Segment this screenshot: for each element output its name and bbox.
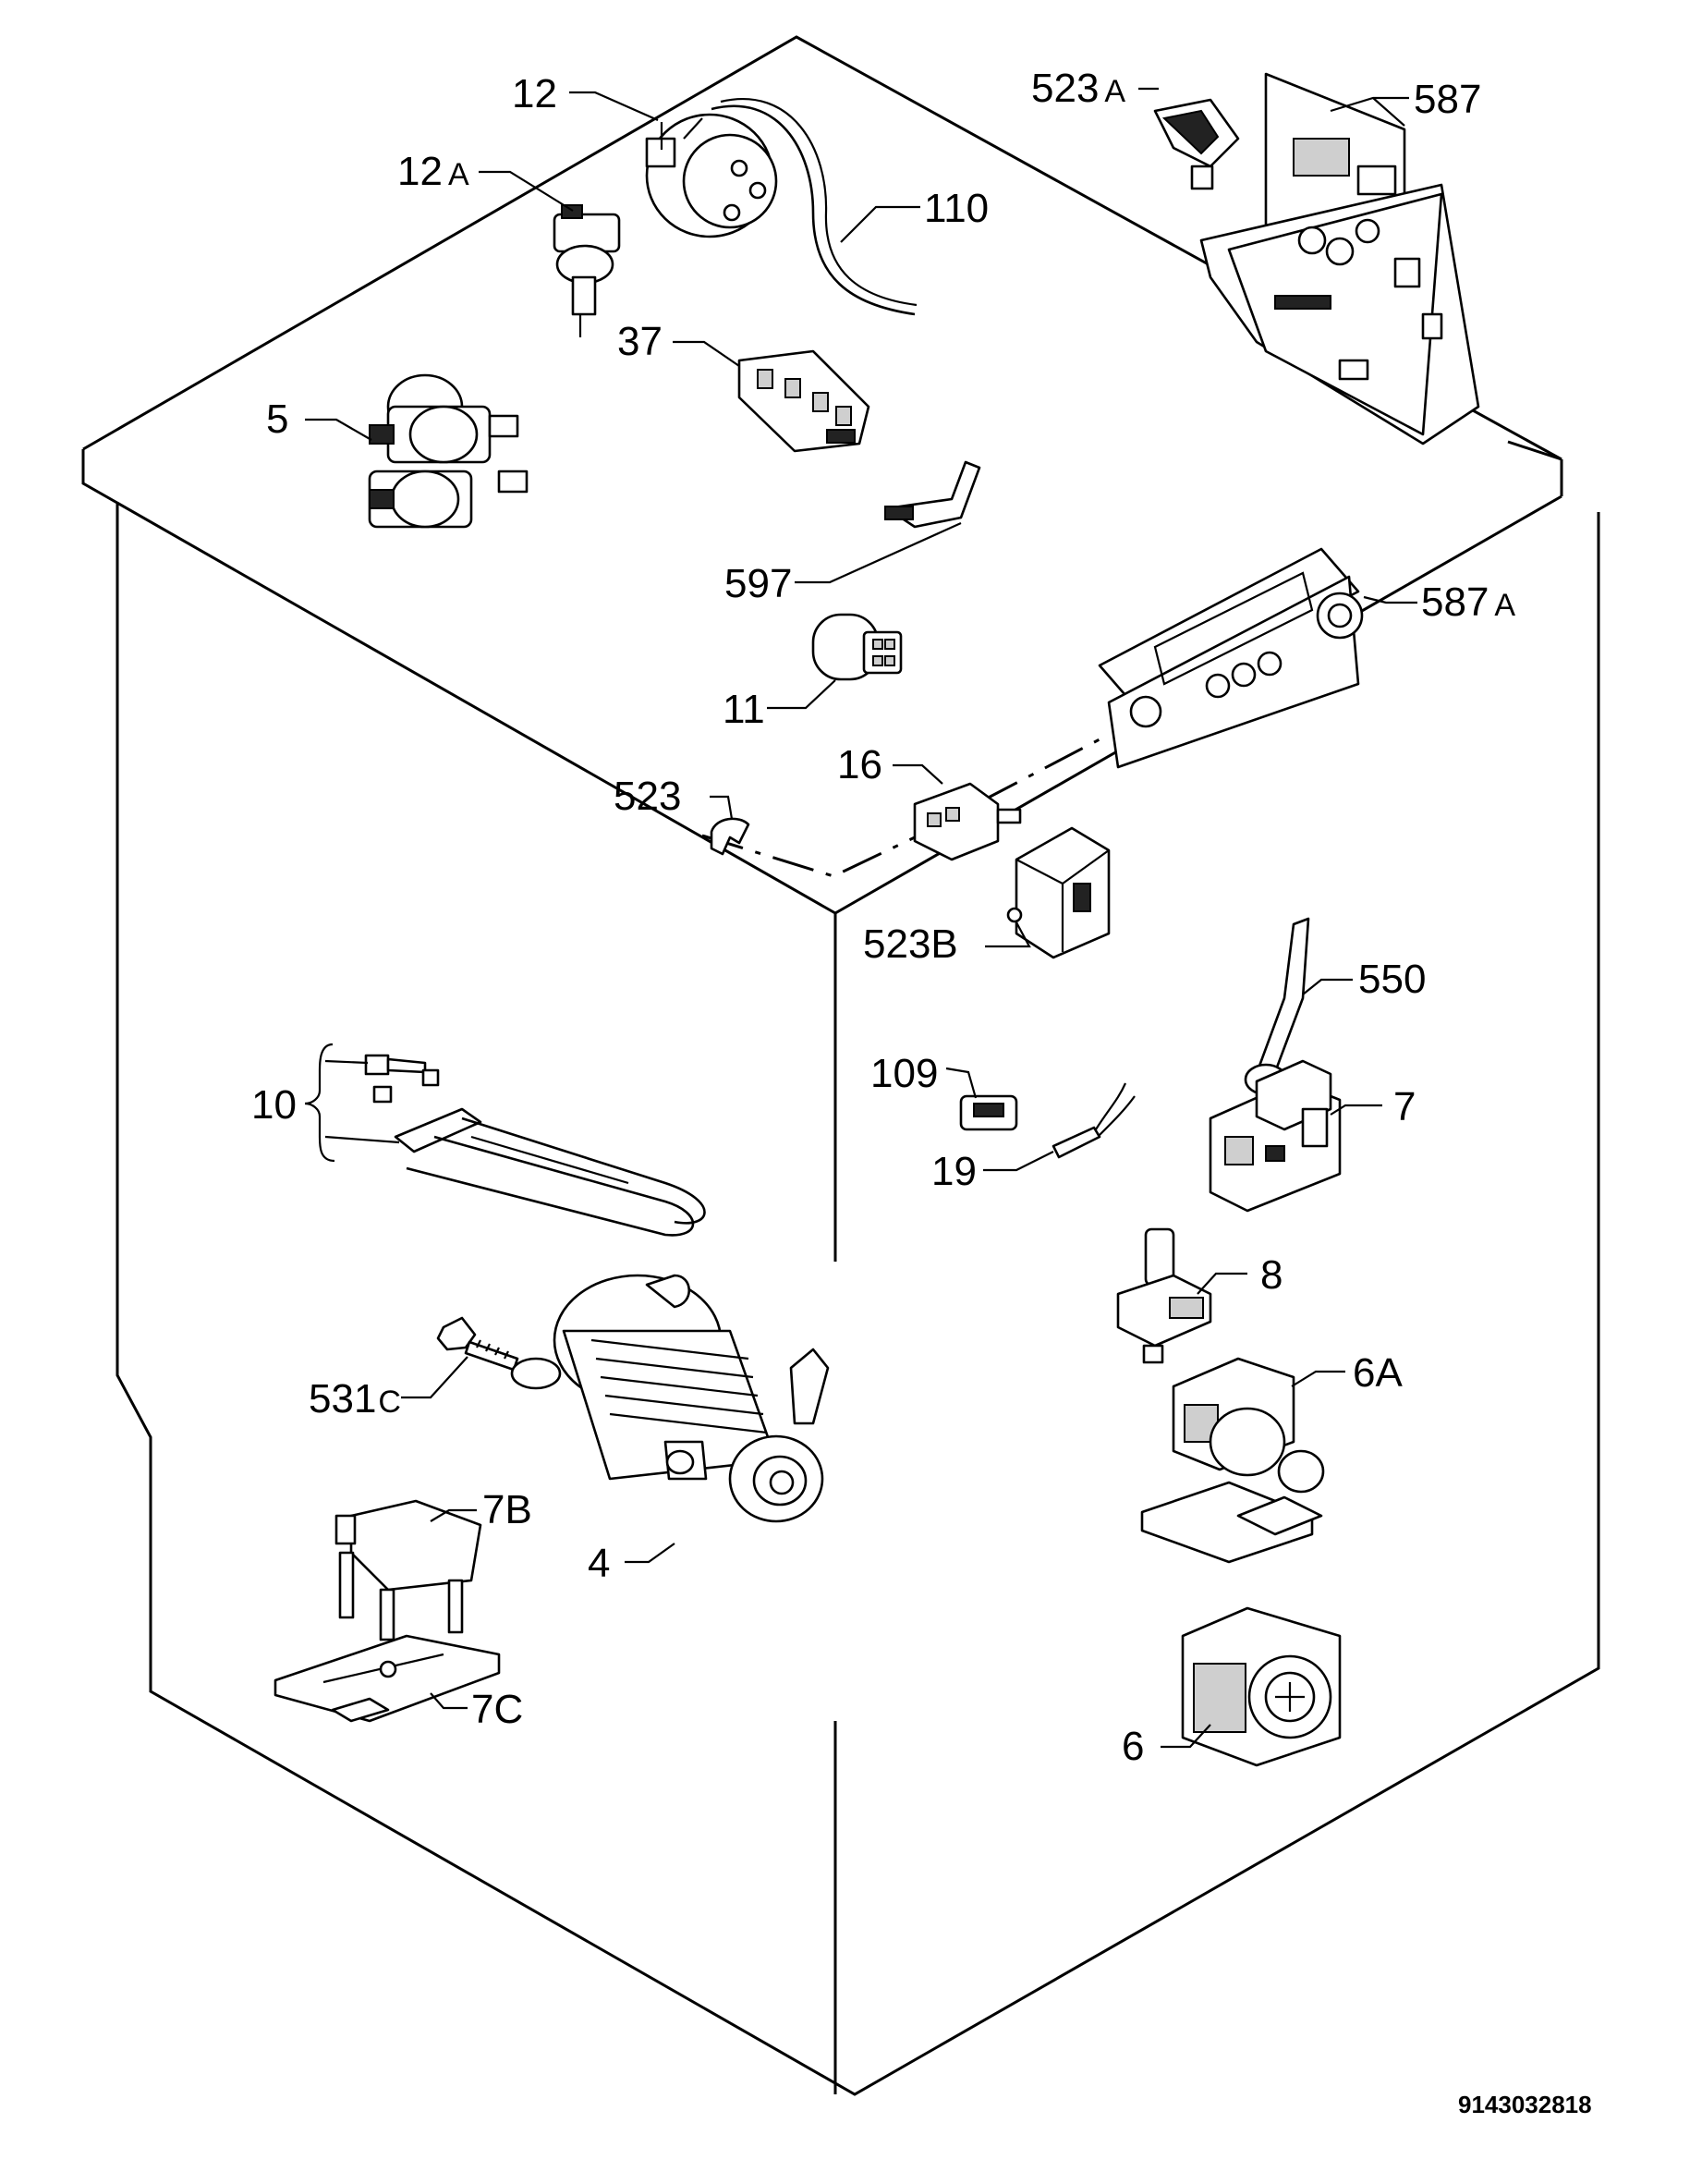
heating-element-icon (364, 1054, 706, 1237)
connection-dashed-line (701, 738, 1100, 878)
callout-6a: 6A (1353, 1350, 1403, 1396)
sensor-holder-icon (959, 1094, 1018, 1131)
callout-10: 10 (251, 1082, 297, 1128)
cable-clip-icon (1153, 98, 1240, 190)
callout-16: 16 (837, 742, 882, 787)
door-switch-icon (913, 782, 1022, 861)
capacitor-filter-icon (811, 613, 903, 681)
drain-pump-with-base-icon (1140, 1357, 1325, 1564)
terminal-block-icon (737, 349, 870, 453)
control-panel-icon (1098, 547, 1364, 769)
pressure-hose-icon (711, 104, 916, 316)
inlet-valve-icon (368, 373, 529, 529)
callout-109: 109 (870, 1051, 938, 1096)
pressure-switch-icon (645, 113, 778, 238)
level-sensor-icon (1116, 1227, 1212, 1364)
base-plate-icon (274, 1634, 501, 1723)
switch-cover-icon (1006, 826, 1111, 959)
pressure-hose-inner-line (720, 98, 918, 307)
callout-597: 597 (724, 561, 792, 606)
callout-4: 4 (588, 1541, 610, 1586)
callout-587: 587 (1414, 77, 1481, 122)
document-number: 9143032818 (1458, 2091, 1592, 2118)
drain-pump-icon (1181, 1606, 1342, 1767)
callout-523: 523 (614, 774, 681, 819)
callout-19: 19 (931, 1149, 977, 1194)
callout-7: 7 (1393, 1084, 1416, 1129)
door-lock-icon (1209, 1059, 1342, 1213)
small-clip-icon (710, 817, 750, 856)
motor-icon (510, 1274, 830, 1523)
contact-bracket-icon (884, 460, 981, 529)
callout-11: 11 (723, 687, 765, 732)
callout-8: 8 (1260, 1252, 1283, 1298)
callout-7c: 7C (471, 1687, 523, 1732)
motor-bolt-icon (436, 1316, 519, 1372)
motor-support-foot-icon (334, 1499, 482, 1641)
callout-523b: 523B (863, 921, 958, 967)
callout-12: 12 (512, 71, 557, 116)
control-board-icon (1199, 72, 1480, 445)
callout-7b: 7B (482, 1487, 532, 1532)
callout-550: 550 (1358, 957, 1426, 1002)
leader-lines (304, 87, 1417, 1749)
ntc-sensor-icon (1052, 1082, 1136, 1159)
callout-531c: 531C (309, 1376, 401, 1421)
callout-6: 6 (1122, 1724, 1144, 1769)
callout-110: 110 (924, 186, 989, 231)
pressure-sensor-icon (553, 204, 621, 337)
callout-37: 37 (617, 319, 663, 364)
callout-5: 5 (266, 397, 288, 442)
